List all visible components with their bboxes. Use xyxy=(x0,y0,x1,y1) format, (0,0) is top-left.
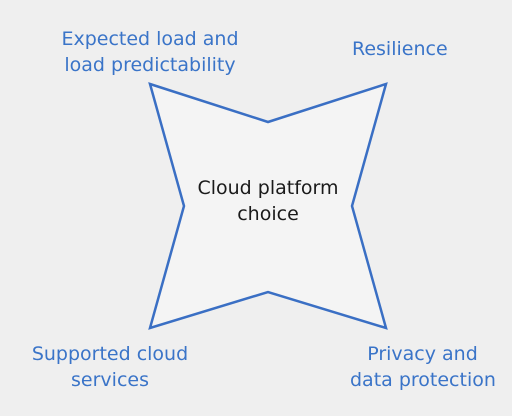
center-label: Cloud platform choice xyxy=(168,175,368,227)
factor-bottom-right-line-2: data protection xyxy=(350,369,496,391)
factor-top-right: Resilience xyxy=(352,36,448,62)
factor-top-left: Expected load and load predictability xyxy=(40,26,260,78)
factor-bottom-right: Privacy and data protection xyxy=(350,341,496,393)
center-label-line-1: Cloud platform xyxy=(197,177,339,199)
factor-bottom-left-line-1: Supported cloud xyxy=(31,343,189,365)
factor-bottom-left-line-2: services xyxy=(71,369,149,391)
factor-top-left-line-1: Expected load and xyxy=(61,28,239,50)
center-label-line-2: choice xyxy=(237,203,299,225)
factor-top-left-line-2: load predictability xyxy=(64,54,236,76)
factor-bottom-left: Supported cloud services xyxy=(30,341,190,393)
four-point-star-shape xyxy=(148,82,388,330)
factor-bottom-right-line-1: Privacy and xyxy=(367,343,478,365)
factor-top-right-line-1: Resilience xyxy=(352,38,448,60)
